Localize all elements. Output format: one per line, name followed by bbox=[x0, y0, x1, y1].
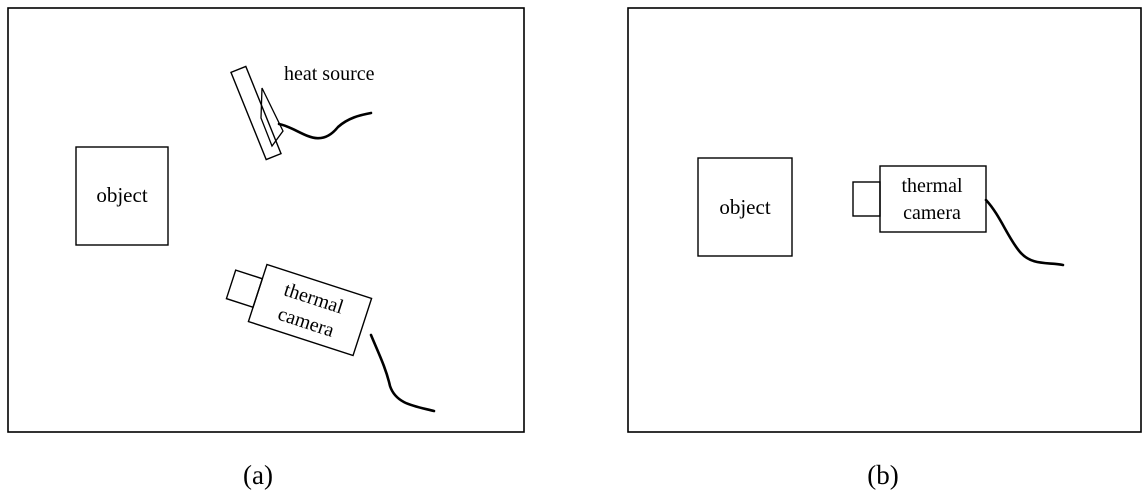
panel-a: object heat source thermal camera bbox=[7, 7, 525, 433]
camera-body bbox=[247, 263, 373, 357]
panel-a-object-label: object bbox=[96, 183, 147, 207]
panel-b-object: object bbox=[697, 157, 793, 257]
panel-b-camera-lens bbox=[852, 181, 881, 217]
panel-b-object-label: object bbox=[719, 195, 770, 219]
panel-b-camera-label-line2: camera bbox=[903, 202, 961, 224]
panel-a-thermal-camera: thermal camera bbox=[225, 263, 436, 413]
panel-a-camera-cable bbox=[369, 333, 436, 413]
heat-source-label: heat source bbox=[284, 63, 375, 85]
camera-lens bbox=[225, 269, 264, 309]
panel-a-object-box bbox=[75, 146, 169, 246]
panel-b-object-box bbox=[697, 157, 793, 257]
heat-source-mount bbox=[260, 87, 284, 148]
panel-b: object thermal camera bbox=[627, 7, 1142, 433]
panel-b-frame bbox=[627, 7, 1142, 433]
panel-a-object: object bbox=[75, 146, 169, 246]
panel-a-caption: (a) bbox=[243, 460, 273, 490]
panel-b-camera-label-line1: thermal bbox=[901, 175, 963, 197]
heat-source-cable bbox=[277, 111, 373, 140]
heat-source-panel bbox=[230, 65, 282, 161]
panel-a-heat-source: heat source bbox=[230, 63, 375, 161]
panel-b-caption: (b) bbox=[867, 460, 898, 490]
panel-b-camera-cable bbox=[984, 198, 1065, 267]
panel-b-thermal-camera: thermal camera bbox=[852, 165, 1065, 267]
panel-a-frame bbox=[7, 7, 525, 433]
